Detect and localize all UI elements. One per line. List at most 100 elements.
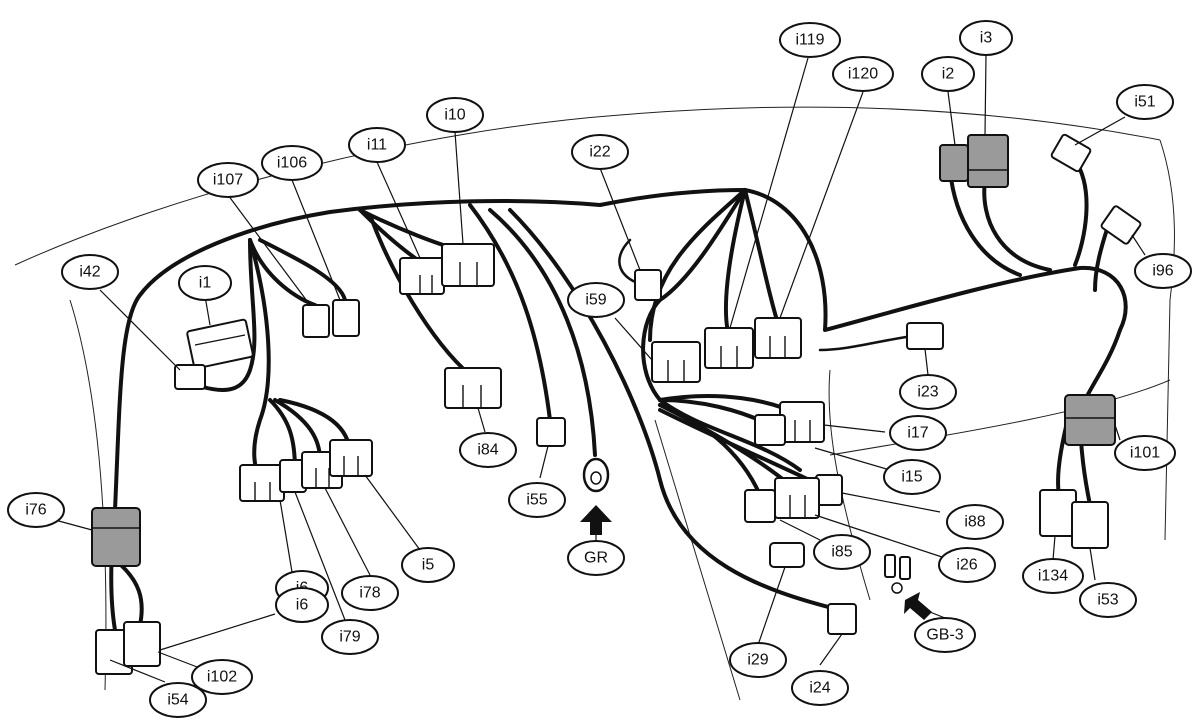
svg-text:i11: i11 [367, 137, 387, 154]
callout-i85: i85 [813, 534, 871, 570]
callout-i15: i15 [883, 459, 941, 495]
svg-text:i55: i55 [526, 492, 547, 509]
svg-text:i106: i106 [277, 155, 307, 172]
svg-text:i2: i2 [942, 66, 955, 83]
svg-text:i84: i84 [477, 442, 498, 459]
callout-i53: i53 [1079, 582, 1137, 618]
connector-i15 [754, 414, 786, 446]
svg-text:i6: i6 [296, 597, 309, 614]
connector-i55 [536, 417, 566, 447]
svg-text:i15: i15 [901, 469, 922, 486]
connector-i51 [1050, 133, 1092, 173]
callout-i76: i76 [7, 492, 65, 528]
connector-i1 [186, 318, 254, 370]
svg-text:i53: i53 [1097, 592, 1118, 609]
svg-text:i51: i51 [1134, 94, 1155, 111]
callout-i24: i24 [791, 670, 849, 706]
arrows [580, 505, 932, 620]
svg-text:i24: i24 [809, 680, 830, 697]
svg-text:i134: i134 [1038, 568, 1068, 585]
connector-i23 [906, 322, 944, 350]
callout-i23: i23 [899, 374, 957, 410]
connector-i76 [91, 507, 141, 567]
connector-i102 [123, 621, 161, 667]
connector-i3 [967, 134, 1009, 188]
callout-i11: i11 [348, 127, 406, 163]
svg-text:i76: i76 [25, 502, 46, 519]
harness-wires [109, 158, 1128, 632]
arrow-gb3 [904, 592, 932, 620]
connector-i2 [939, 144, 969, 182]
callout-i29: i29 [729, 642, 787, 678]
callout-i6-b: i6 [275, 587, 329, 623]
callout-i119: i119 [779, 22, 841, 58]
callout-i5: i5 [401, 547, 455, 583]
connector-i17 [779, 401, 825, 443]
callout-i51: i51 [1116, 84, 1174, 120]
ground-terminal-gr [582, 457, 610, 493]
connector-i85 [744, 489, 776, 523]
callout-i54: i54 [149, 682, 207, 718]
callout-gb3: GB-3 [914, 617, 976, 653]
svg-text:i23: i23 [917, 384, 938, 401]
svg-text:i54: i54 [167, 692, 188, 709]
callout-i55: i55 [508, 482, 566, 518]
svg-text:i85: i85 [831, 544, 852, 561]
svg-text:i10: i10 [444, 107, 465, 124]
callout-i3: i3 [959, 20, 1013, 56]
svg-text:GB-3: GB-3 [926, 627, 963, 644]
callout-i26: i26 [938, 547, 996, 583]
ground-terminal-gb3 [884, 554, 911, 594]
connector-i29 [769, 542, 805, 568]
arrow-gr [580, 505, 612, 535]
connector-i96 [1100, 205, 1142, 245]
connector-i22 [634, 269, 662, 301]
svg-text:i59: i59 [585, 292, 606, 309]
connector-i59 [651, 341, 701, 383]
svg-text:i88: i88 [964, 514, 985, 531]
connector-i42 [174, 364, 206, 390]
callout-i120: i120 [832, 56, 894, 92]
callout-i134: i134 [1022, 558, 1084, 594]
callout-i79: i79 [321, 619, 379, 655]
connectors [91, 133, 1142, 675]
callout-i78: i78 [341, 575, 399, 611]
connector-i6 [239, 464, 285, 502]
connector-i26 [774, 477, 820, 519]
svg-text:i42: i42 [79, 264, 100, 281]
connector-i119 [704, 327, 754, 369]
connector-i53 [1071, 501, 1109, 549]
callout-i106: i106 [261, 145, 323, 181]
svg-text:i107: i107 [213, 172, 243, 189]
callout-i107: i107 [197, 162, 259, 198]
connector-i84 [444, 367, 502, 409]
svg-text:i26: i26 [956, 557, 977, 574]
connector-i134 [1039, 489, 1077, 537]
callout-i17: i17 [889, 415, 947, 451]
connector-i107 [302, 304, 330, 338]
connector-i101 [1064, 394, 1116, 446]
svg-text:i5: i5 [422, 557, 435, 574]
svg-text:i96: i96 [1152, 263, 1173, 280]
svg-text:i1: i1 [199, 275, 212, 292]
callout-i102: i102 [191, 659, 253, 695]
connector-i11 [399, 257, 445, 295]
leader-lines [54, 54, 1146, 683]
callout-i1: i1 [178, 265, 232, 301]
svg-text:i17: i17 [907, 425, 928, 442]
callout-i10: i10 [426, 97, 484, 133]
callout-i2: i2 [921, 56, 975, 92]
svg-text:i3: i3 [980, 30, 993, 47]
svg-text:i119: i119 [795, 32, 824, 49]
callout-gr: GR [567, 540, 625, 576]
connector-i120 [754, 317, 802, 359]
svg-text:i120: i120 [848, 66, 878, 83]
connector-i24 [827, 603, 857, 635]
callout-i84: i84 [459, 432, 517, 468]
callout-i96: i96 [1134, 253, 1192, 289]
callout-i42: i42 [61, 254, 119, 290]
svg-text:i22: i22 [589, 144, 610, 161]
callouts: i1 i2 i3 i5 i6 i6 i10 i11 i15 i17 i22 i2… [7, 20, 1192, 718]
callout-i59: i59 [567, 282, 625, 318]
